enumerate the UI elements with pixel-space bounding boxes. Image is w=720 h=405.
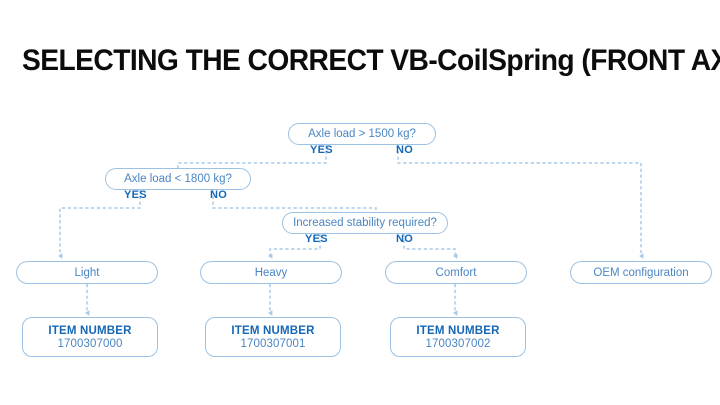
branch-label-d2-yes: YES — [124, 189, 147, 201]
item-number-value: 1700307002 — [425, 337, 491, 350]
result-comfort[interactable]: Comfort — [385, 261, 527, 284]
decision-axle-load-1500[interactable]: Axle load > 1500 kg? — [288, 123, 436, 145]
decision-label: Axle load > 1500 kg? — [308, 128, 416, 140]
decision-axle-load-1800[interactable]: Axle load < 1800 kg? — [105, 168, 251, 190]
page-title: SELECTING THE CORRECT VB-CoilSpring (FRO… — [22, 44, 720, 77]
result-label: OEM configuration — [593, 266, 689, 279]
result-light[interactable]: Light — [16, 261, 158, 284]
wire-d3-yes — [268, 234, 321, 259]
wire-d1-no — [397, 145, 644, 259]
branch-label-d3-yes: YES — [305, 233, 328, 245]
decision-label: Axle load < 1800 kg? — [124, 173, 232, 185]
result-heavy[interactable]: Heavy — [200, 261, 342, 284]
branch-label-d1-no: NO — [396, 144, 414, 156]
item-number-value: 1700307000 — [57, 337, 123, 350]
decision-increased-stability[interactable]: Increased stability required? — [282, 212, 448, 234]
item-number-title: ITEM NUMBER — [416, 324, 500, 337]
item-number-title: ITEM NUMBER — [48, 324, 132, 337]
item-number-box-comfort[interactable]: ITEM NUMBER 1700307002 — [390, 317, 526, 357]
result-label: Light — [74, 266, 100, 279]
item-number-title: ITEM NUMBER — [231, 324, 315, 337]
decision-label: Increased stability required? — [293, 217, 437, 229]
branch-label-d2-no: NO — [210, 189, 228, 201]
result-label: Comfort — [435, 266, 477, 279]
wire-d3-no — [403, 234, 458, 259]
item-number-box-light[interactable]: ITEM NUMBER 1700307000 — [22, 317, 158, 357]
wire-d2-no — [212, 190, 377, 212]
branch-label-d3-no: NO — [396, 233, 414, 245]
result-oem-configuration[interactable]: OEM configuration — [570, 261, 712, 284]
item-number-value: 1700307001 — [240, 337, 306, 350]
result-label: Heavy — [254, 266, 288, 279]
branch-label-d1-yes: YES — [310, 144, 333, 156]
wire-d2-yes — [58, 190, 141, 259]
wire-d1-yes — [177, 145, 327, 168]
item-number-box-heavy[interactable]: ITEM NUMBER 1700307001 — [205, 317, 341, 357]
